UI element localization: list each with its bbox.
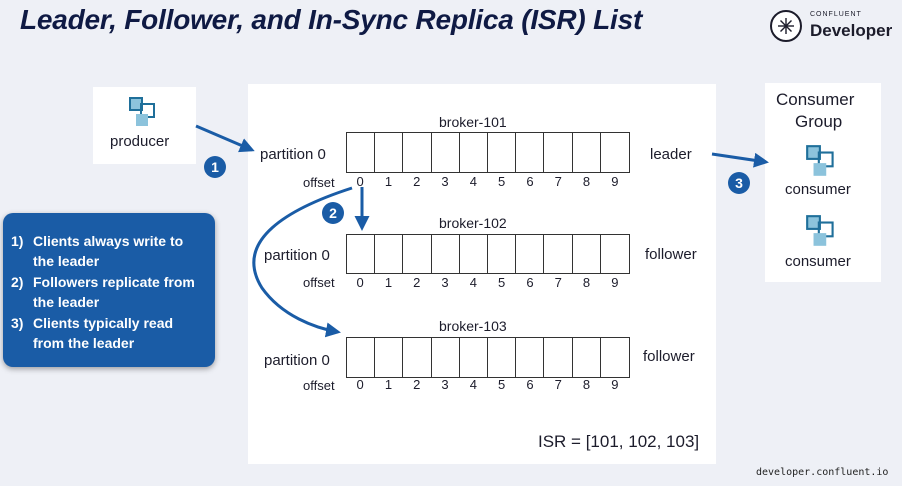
note-item: 3) Clients typically read from the leade… (11, 313, 207, 353)
offset-value: 2 (413, 377, 421, 392)
broker-role: follower (643, 348, 695, 365)
confluent-developer-logo: CONFLUENT Developer (770, 8, 898, 44)
offset-value: 1 (384, 275, 393, 290)
write-arrow (195, 124, 255, 153)
broker-name: broker-101 (439, 114, 507, 130)
offset-value: 0 (356, 174, 364, 189)
offset-value: 0 (356, 275, 364, 290)
offset-value: 6 (526, 174, 534, 189)
offset-value: 7 (554, 377, 562, 392)
offset-value: 3 (441, 275, 449, 290)
offset-value: 5 (498, 377, 506, 392)
consumer-icon (806, 215, 834, 246)
offset-value: 1 (384, 377, 393, 392)
note-text: Clients typically read from the leader (33, 315, 174, 351)
broker-name: broker-102 (439, 215, 507, 231)
offset-label: offset (303, 378, 335, 393)
offset-value: 5 (498, 174, 506, 189)
consumer-group-title: Group (795, 112, 843, 131)
offset-value: 3 (441, 377, 449, 392)
broker-role: leader (650, 146, 692, 163)
offset-label: offset (303, 275, 335, 290)
read-arrow (711, 152, 769, 168)
note-number: 1) (11, 233, 24, 249)
offset-value: 7 (554, 174, 562, 189)
consumer-group-box: Consumer Group consumer consumer (765, 83, 881, 282)
offset-value: 5 (498, 275, 506, 290)
replicate-arrow-103 (252, 186, 353, 338)
isr-list: ISR = [101, 102, 103] (538, 432, 700, 451)
offset-value: 1 (384, 174, 393, 189)
log-segment-broker-101 (346, 132, 630, 173)
offset-row: 0 1 2 3 4 5 6 7 8 9 (346, 174, 629, 189)
offset-label: offset (303, 175, 335, 190)
offset-value: 8 (582, 275, 591, 290)
log-segment-broker-103 (346, 337, 630, 378)
footer-url: developer.confluent.io (756, 467, 889, 478)
broker-role: follower (645, 246, 697, 263)
offset-value: 9 (611, 275, 619, 290)
offset-value: 2 (413, 174, 421, 189)
offset-value: 7 (554, 275, 562, 290)
offset-value: 8 (582, 174, 591, 189)
partition-label: partition 0 (260, 146, 326, 163)
offset-value: 9 (611, 377, 619, 392)
offset-value: 6 (526, 377, 534, 392)
producer-box: producer (93, 87, 196, 164)
log-segment-broker-102 (346, 234, 630, 274)
brokers-panel (248, 84, 716, 464)
consumer-group-title: Consumer (776, 90, 855, 109)
offset-value: 6 (526, 275, 534, 290)
step-badge-1: 1 (204, 156, 226, 178)
brand-small-text: CONFLUENT (810, 11, 862, 18)
partition-label: partition 0 (264, 247, 330, 264)
partition-label: partition 0 (264, 352, 330, 369)
producer-icon (129, 97, 155, 126)
step-badge-2: 2 (322, 202, 344, 224)
offset-value: 8 (582, 377, 591, 392)
notes-card: 1) Clients always write to the leader 2)… (3, 213, 215, 367)
offset-value: 4 (469, 174, 477, 189)
broker-name: broker-103 (439, 318, 507, 334)
offset-value: 2 (413, 275, 421, 290)
consumer-label: consumer (785, 181, 851, 198)
note-item: 2) Followers replicate from the leader (11, 272, 207, 312)
note-text: Followers replicate from the leader (33, 274, 195, 310)
note-number: 2) (11, 274, 24, 290)
producer-label: producer (110, 133, 170, 150)
note-text: Clients always write to the leader (33, 233, 184, 269)
note-number: 3) (11, 315, 24, 331)
offset-value: 0 (356, 377, 364, 392)
page-title: Leader, Follower, and In-Sync Replica (I… (20, 4, 643, 35)
offset-value: 3 (441, 174, 449, 189)
confluent-logo-icon (770, 10, 802, 42)
offset-value: 4 (469, 377, 477, 392)
offset-value: 9 (611, 174, 619, 189)
offset-row: 0 1 2 3 4 5 6 7 8 9 (346, 275, 629, 290)
step-badge-3: 3 (728, 172, 750, 194)
consumer-icon (806, 145, 834, 176)
offset-value: 4 (469, 275, 477, 290)
consumer-label: consumer (785, 253, 851, 270)
offset-row: 0 1 2 3 4 5 6 7 8 9 (346, 377, 629, 392)
brand-name: Developer (810, 21, 893, 40)
note-item: 1) Clients always write to the leader (11, 231, 207, 271)
